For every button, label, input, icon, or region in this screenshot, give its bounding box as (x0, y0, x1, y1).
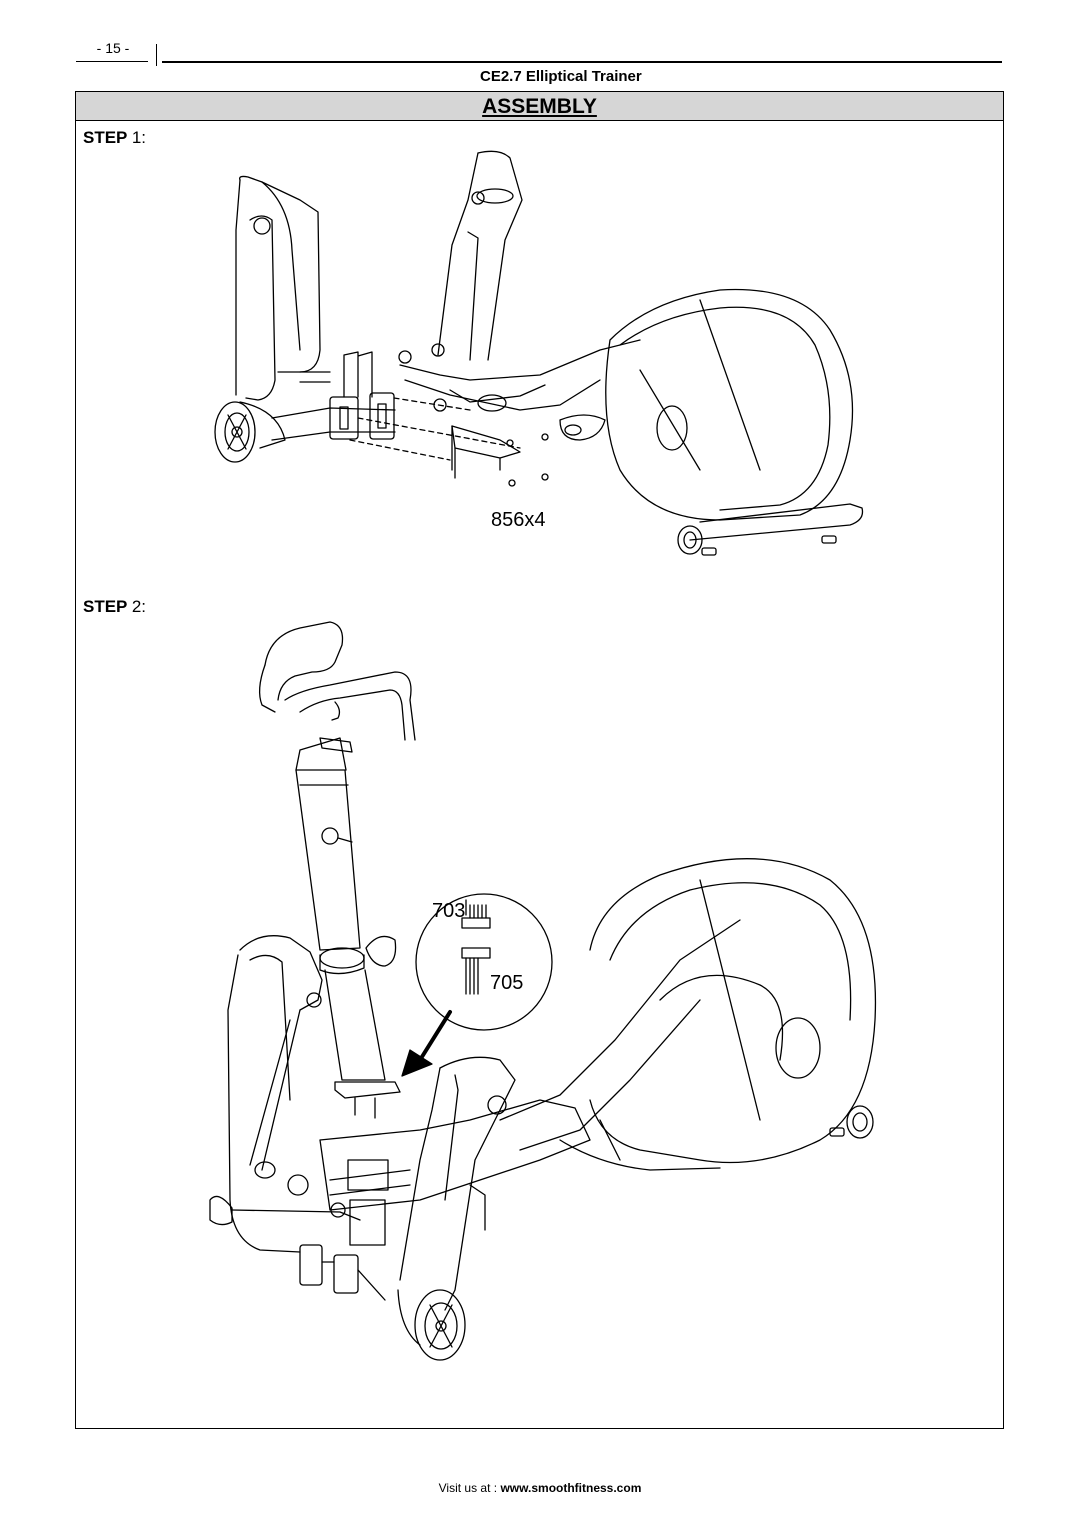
step-1-heading: STEP 1: (83, 128, 146, 148)
page-number-rule (76, 61, 148, 62)
content-frame: ASSEMBLY (75, 91, 1004, 1429)
step-1-label: STEP (83, 128, 128, 147)
step-1-callout-856: 856x4 (491, 509, 546, 531)
section-banner: ASSEMBLY (76, 92, 1003, 121)
page-number: - 15 - (96, 40, 130, 56)
header-rule (162, 61, 1002, 63)
step-2-number: 2 (131, 597, 142, 616)
footer: Visit us at : www.smoothfitness.com (0, 1481, 1080, 1495)
step-2-callout-703: 703 (432, 900, 466, 922)
step-1-number: 1 (131, 128, 142, 147)
step-2-heading: STEP 2: (83, 597, 146, 617)
footer-url[interactable]: www.smoothfitness.com (500, 1481, 642, 1495)
step-1-suffix: : (141, 128, 147, 147)
section-title: ASSEMBLY (482, 95, 597, 118)
step-2-suffix: : (141, 597, 147, 616)
header-separator (156, 44, 157, 66)
footer-prefix: Visit us at : (438, 1481, 501, 1495)
step-2-label: STEP (83, 597, 128, 616)
step-2-callout-705: 705 (490, 972, 524, 994)
document-title: CE2.7 Elliptical Trainer (480, 68, 642, 85)
